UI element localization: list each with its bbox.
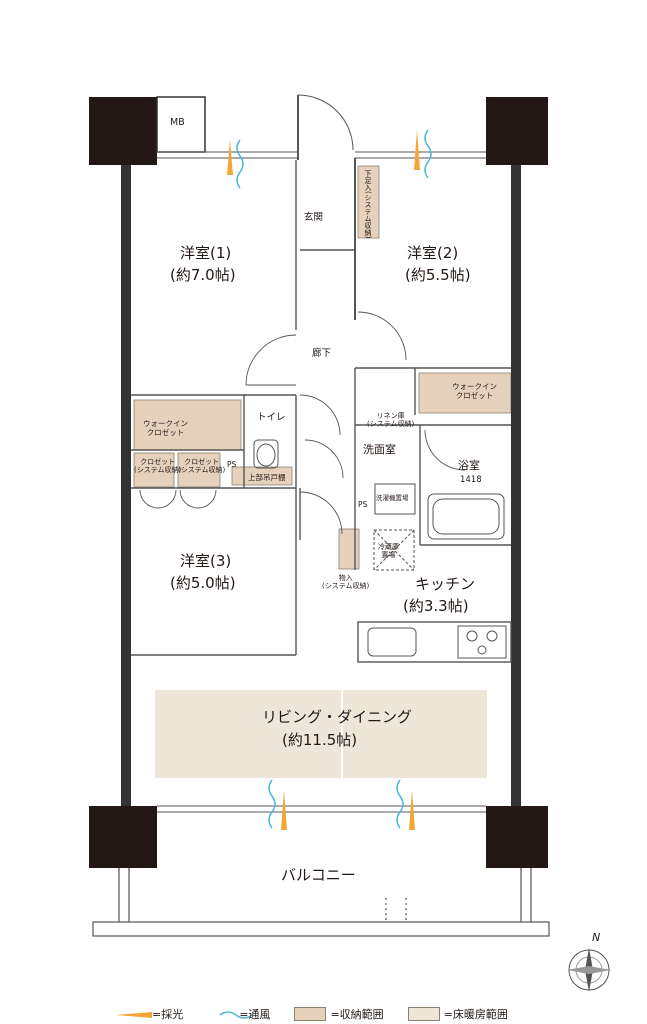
ps-right-label: PS <box>358 500 368 509</box>
room2-name: 洋室(2) <box>407 244 459 262</box>
ventilation-waves <box>236 129 432 829</box>
fridge-place <box>373 529 415 571</box>
storage-monoire-label: 物入 (システム収納) <box>322 574 370 591</box>
legend-label: =通風 <box>239 1008 271 1021</box>
genkan-label: 玄関 <box>304 212 324 223</box>
top-facade <box>157 95 486 320</box>
door-swings <box>139 311 466 535</box>
floor-heating-area-2 <box>343 690 487 778</box>
legend-item-ventilation: =通風 <box>239 1006 270 1022</box>
legend-sunlight-icon <box>116 1012 152 1018</box>
balcony-label: バルコニー <box>281 866 356 884</box>
wic-left-label: ウォークイン クロゼット <box>143 419 188 437</box>
living-dining-name: リビング・ダイニング <box>262 708 413 726</box>
washer-label: 洗濯機置場 <box>376 494 409 502</box>
upper-cabinet-label: 上部吊戸棚 <box>248 473 286 482</box>
floor-heating-swatch-icon <box>407 1007 440 1021</box>
hallway-label: 廊下 <box>312 348 332 359</box>
legend-label: =床暖房範囲 <box>443 1008 508 1021</box>
legend-item-sunlight: =採光 <box>152 1006 183 1022</box>
closet-a-label: クロゼット (システム収納) <box>134 458 182 475</box>
legend-ventilation-icon <box>219 1011 253 1019</box>
entrance-door <box>297 94 354 151</box>
balcony-area <box>92 860 550 937</box>
wic-right-label: ウォークイン クロゼット <box>452 382 497 400</box>
washer-place <box>374 483 416 515</box>
kitchen-sink <box>367 627 417 657</box>
stove <box>457 625 507 659</box>
room1-name: 洋室(1) <box>180 244 232 262</box>
north-mark: N <box>592 931 600 944</box>
legend-item-storage: =収納範囲 <box>294 1006 384 1022</box>
storage-areas <box>133 165 512 570</box>
living-windows <box>157 805 486 813</box>
storage-swatch-icon <box>294 1007 327 1021</box>
bathroom-label: 浴室 <box>458 459 480 472</box>
bathtub <box>427 493 505 540</box>
room1-size: (約7.0帖) <box>170 266 236 284</box>
sunlight-arrows <box>227 130 420 830</box>
legend: =採光 =通風 =収納範囲 =床暖房範囲 <box>112 1006 532 1022</box>
washroom-label: 洗面室 <box>363 443 396 456</box>
room2-size: (約5.5帖) <box>405 266 471 284</box>
legend-label: =採光 <box>152 1008 184 1021</box>
shoes-storage-label: 下足入(システム収納) <box>364 170 372 239</box>
closet-b-label: クロゼット (システム収納) <box>178 458 226 475</box>
interior-walls <box>131 160 512 663</box>
bathroom-size: 1418 <box>460 475 482 485</box>
legend-label: =収納範囲 <box>330 1008 384 1021</box>
room3-size: (約5.0帖) <box>170 574 236 592</box>
toilet-fixture <box>253 439 279 469</box>
floor-heating-area-1 <box>155 690 341 778</box>
fridge-label: 冷蔵庫 置場 <box>378 543 399 560</box>
living-dining-size: (約11.5帖) <box>282 731 358 749</box>
toilet-label: トイレ <box>257 412 286 423</box>
compass-icon <box>567 948 611 992</box>
structural-columns <box>89 97 548 868</box>
legend-item-floor-heating: =床暖房範囲 <box>407 1006 508 1022</box>
linen-label: リネン庫 (システム収納) <box>367 412 415 429</box>
ps-left-label: PS <box>227 460 237 469</box>
room3-name: 洋室(3) <box>180 552 232 570</box>
outer-walls <box>121 158 521 810</box>
kitchen-size: (約3.3帖) <box>403 597 469 615</box>
kitchen-name: キッチン <box>415 575 476 593</box>
mb-label: MB <box>170 117 185 128</box>
